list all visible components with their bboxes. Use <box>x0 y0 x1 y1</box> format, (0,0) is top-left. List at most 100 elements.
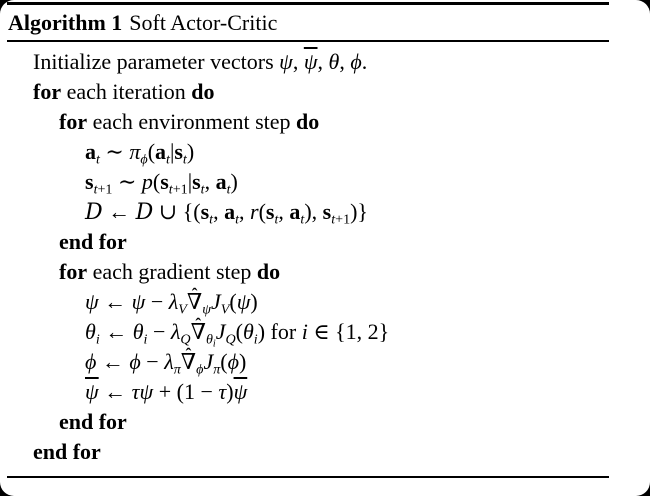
algorithm-line: at ∼ πϕ(at|st) <box>7 137 609 168</box>
math-token: ψ <box>236 289 251 314</box>
math-token: ← <box>98 289 132 314</box>
math-token: θ <box>242 319 254 344</box>
math-token: t <box>166 151 170 168</box>
math-token: r <box>250 199 259 224</box>
math-token: ϕ <box>196 361 204 378</box>
math-token: )} <box>350 199 368 224</box>
math-token: do <box>256 259 281 284</box>
math-token: , <box>204 169 216 194</box>
algorithm-header-rule <box>7 40 609 42</box>
math-token: s <box>265 199 275 224</box>
algorithm-line: for each iteration do <box>7 77 609 107</box>
math-token: ( <box>152 169 161 194</box>
math-token: for <box>59 109 88 134</box>
math-token: ϕ <box>140 151 148 168</box>
algorithm-bottom-rule <box>7 476 609 478</box>
math-token: θ <box>328 49 340 74</box>
math-token: end for <box>59 409 127 434</box>
math-token: ← <box>96 349 130 374</box>
math-token: ) <box>226 379 234 404</box>
math-token: V <box>220 301 230 318</box>
math-token: a <box>85 139 96 164</box>
math-token: ψ <box>139 379 154 404</box>
algorithm-line: end for <box>7 437 609 467</box>
math-token: τ <box>218 379 227 404</box>
math-token: , <box>213 199 225 224</box>
math-token: − <box>145 289 169 314</box>
math-token: ψ <box>85 289 99 314</box>
math-token: s <box>174 139 183 164</box>
algorithm-line: end for <box>7 407 609 437</box>
algorithm-line: D ← D ∪ {(st, at, r(st, at), st+1)} <box>7 197 609 228</box>
math-token: t <box>331 211 336 228</box>
math-token: a <box>155 139 167 164</box>
math-token: ( <box>147 139 156 164</box>
math-token: do <box>191 79 215 104</box>
math-token: ) <box>239 349 247 374</box>
math-token: ψ <box>202 301 212 318</box>
math-token: ← <box>102 199 136 224</box>
algorithm-line: end for <box>7 227 609 257</box>
math-token: ϕ <box>129 349 141 374</box>
math-token: end for <box>59 229 127 254</box>
math-token: ) <box>186 139 195 164</box>
math-token: ) <box>230 169 238 194</box>
math-token: p <box>141 169 153 194</box>
math-token: s <box>85 169 94 194</box>
math-token: end for <box>33 439 101 464</box>
math-token: τ <box>131 379 140 404</box>
math-token: t <box>300 211 305 228</box>
math-token: +1 <box>97 181 113 198</box>
math-token: λ <box>164 349 174 374</box>
math-token: ← <box>98 379 132 404</box>
math-token: ϕ <box>85 349 97 374</box>
math-token: . <box>361 49 368 74</box>
algorithm-title: Soft Actor-Critic <box>129 10 278 35</box>
math-token: i <box>212 338 216 350</box>
math-token: ), <box>304 199 323 224</box>
math-token: D <box>85 200 103 225</box>
math-token: ( <box>258 199 266 224</box>
hat-accent: ˆ <box>191 284 198 304</box>
math-token: ∇ˆ <box>187 285 202 317</box>
algorithm-line: for each environment step do <box>7 107 609 137</box>
math-token: ∼ <box>112 169 142 194</box>
math-token: +1 <box>335 211 351 228</box>
hat-accent: ˆ <box>195 314 202 334</box>
math-token: t <box>200 181 205 198</box>
math-token: i <box>253 331 258 348</box>
math-token: − <box>140 349 165 374</box>
math-token: +1 <box>172 181 188 198</box>
math-token: ∇ˆ <box>191 315 206 347</box>
math-token: ∼ <box>99 139 130 164</box>
math-token: do <box>296 109 320 134</box>
hat-accent: ˆ <box>185 344 192 364</box>
math-token: t <box>168 181 173 198</box>
math-token: t <box>226 181 231 198</box>
math-token: | <box>169 139 175 164</box>
math-token: π <box>129 139 141 164</box>
math-token: J <box>211 289 221 314</box>
math-token: , <box>339 49 351 74</box>
math-token: D <box>135 200 154 225</box>
math-token: i <box>95 331 100 348</box>
math-token: J <box>215 319 226 344</box>
math-token: t <box>274 211 279 228</box>
math-token: ψ <box>279 49 293 74</box>
math-token: i <box>143 331 148 348</box>
algorithm-top-rule <box>7 2 609 5</box>
math-token: π <box>213 361 221 378</box>
math-token: i <box>301 319 308 344</box>
math-token: a <box>215 169 227 194</box>
math-token: − <box>147 319 171 344</box>
math-token: , <box>278 199 290 224</box>
algorithm-body: Initialize parameter vectors ψ, ψ, θ, ϕ.… <box>7 42 609 467</box>
math-token: ( <box>235 319 243 344</box>
math-token: θ <box>85 319 96 344</box>
math-token: Q <box>180 331 191 348</box>
